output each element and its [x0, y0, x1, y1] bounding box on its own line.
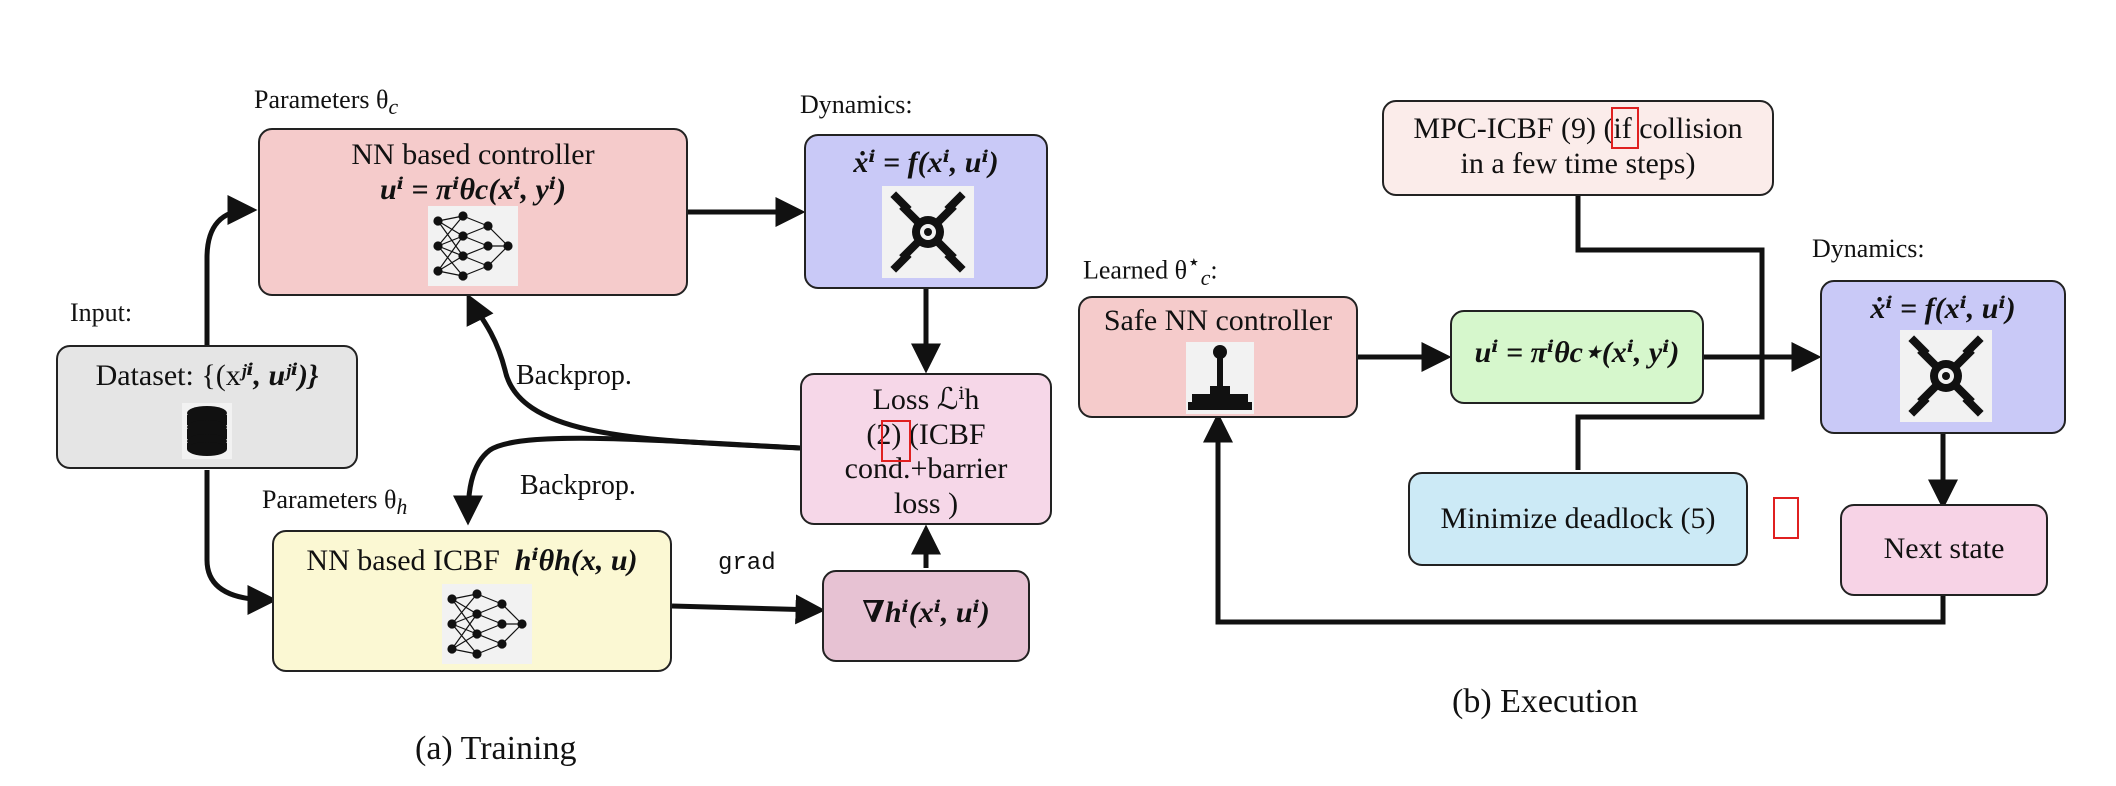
arrow-dataset-to-controller	[204, 195, 258, 348]
controller-equation: uⁱ = πⁱθc(xⁱ, yⁱ)	[379, 172, 567, 206]
dynamics-box-a: ẋⁱ = f(xⁱ, uⁱ)	[804, 134, 1048, 289]
arrow-feedback	[1203, 412, 1946, 625]
mpc-icbf-box: MPC-ICBF (9) (if collision in a few time…	[1382, 100, 1774, 196]
arrow-icbf-to-grad	[671, 594, 826, 625]
icbf-equation: hⁱθh(x, u)	[514, 544, 638, 577]
caption-execution: (b) Execution	[1452, 683, 1638, 720]
loss-line-3: cond.+barrier	[844, 452, 1008, 485]
neural-network-icon	[442, 584, 532, 664]
learned-label: Learned θ⋆c:	[1083, 250, 1218, 290]
arrow-dataset-to-icbf	[204, 470, 278, 615]
backprop-upper-label: Backprop.	[516, 360, 632, 391]
icbf-title: NN based ICBF	[306, 544, 500, 577]
safe-controller-box: Safe NN controller	[1078, 296, 1358, 418]
backprop-lower-label: Backprop.	[520, 470, 636, 501]
params-c-label: Parameters θc	[254, 85, 399, 120]
nn-controller-box: NN based controller uⁱ = πⁱθc(xⁱ, yⁱ)	[258, 128, 688, 296]
neural-network-icon	[428, 206, 518, 286]
dynamics-label-a: Dynamics:	[800, 90, 913, 119]
dataset-box: Dataset: {(xʲⁱ, uʲⁱ)}	[56, 345, 358, 469]
grad-equation: ∇hⁱ(xⁱ, uⁱ)	[862, 596, 990, 629]
database-icon	[182, 403, 232, 459]
dataset-math: ʲⁱ, uʲⁱ)}	[240, 359, 319, 392]
next-state-box: Next state	[1840, 504, 2048, 596]
grad-box: ∇hⁱ(xⁱ, uⁱ)	[822, 570, 1030, 662]
next-state-text: Next state	[1883, 532, 2005, 565]
loss-line-2: (2) (ICBF	[866, 417, 986, 451]
control-equation-box: uⁱ = πⁱθc⋆(xⁱ, yⁱ)	[1450, 310, 1704, 404]
grad-label: grad	[718, 550, 776, 577]
controller-title: NN based controller	[351, 138, 595, 171]
deadlock-box: Minimize deadlock (5)	[1408, 472, 1748, 566]
loss-box: Loss ℒⁱh (2) (ICBF cond.+barrier loss )	[800, 373, 1052, 525]
dynamics-label-b: Dynamics:	[1812, 234, 1925, 263]
joystick-icon	[1186, 342, 1254, 414]
drone-icon	[882, 186, 974, 278]
red-marker	[1773, 497, 1799, 539]
safe-controller-title: Safe NN controller	[1103, 304, 1333, 337]
params-h-label: Parameters θh	[262, 485, 408, 520]
drone-icon	[1900, 330, 1992, 422]
deadlock-text: Minimize deadlock (5)	[1440, 502, 1716, 535]
dynamics-equation-b: ẋⁱ = f(xⁱ, uⁱ)	[1870, 292, 2016, 325]
dynamics-equation-a: ẋⁱ = f(xⁱ, uⁱ)	[853, 146, 999, 179]
input-label: Input:	[70, 298, 133, 327]
caption-training: (a) Training	[415, 730, 577, 767]
control-equation: uⁱ = πⁱθc⋆(xⁱ, yⁱ)	[1474, 336, 1680, 369]
red-marker	[1611, 107, 1639, 149]
nn-icbf-box: NN based ICBF hⁱθh(x, u)	[272, 530, 672, 672]
wire-mpc	[1575, 195, 1765, 470]
dataset-text: Dataset: {(x	[95, 359, 241, 392]
loss-title: Loss ℒⁱh	[872, 383, 980, 416]
mpc-line-1: MPC-ICBF (9) (if collision	[1413, 112, 1743, 145]
dynamics-box-b: ẋⁱ = f(xⁱ, uⁱ)	[1820, 280, 2066, 434]
loss-line-4: loss )	[893, 486, 959, 520]
red-marker	[881, 420, 911, 462]
arrow-backprop-icbf	[453, 435, 801, 526]
mpc-line-2: in a few time steps)	[1460, 146, 1696, 180]
